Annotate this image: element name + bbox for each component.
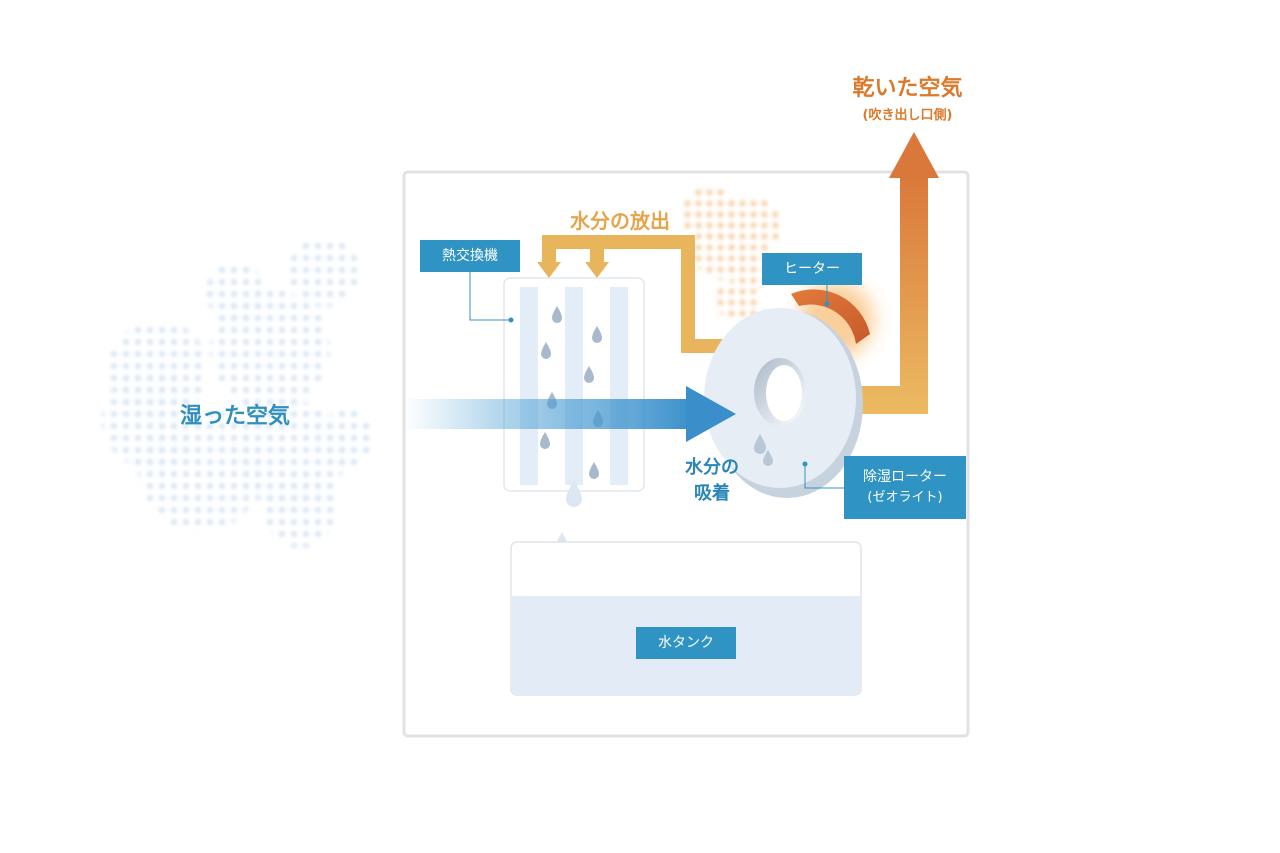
water-absorb-line2: 吸着 <box>694 483 730 505</box>
dry-air-label: 乾いた空気 <box>852 76 963 101</box>
heat-exchanger-tag: 熱交換機 <box>420 240 520 272</box>
water-tank <box>510 541 862 696</box>
dehumidifying-rotor <box>704 308 863 498</box>
heater <box>791 289 870 344</box>
dry-air-arrow <box>858 132 939 414</box>
water-release-label: 水分の放出 <box>570 209 670 233</box>
humid-air-cloud <box>102 237 374 548</box>
heater-tag: ヒーター <box>762 253 862 285</box>
rotor-tag-line2: (ゼオライト) <box>867 490 943 506</box>
humid-air-label: 湿った空気 <box>179 404 290 429</box>
rotor-tag-line1: 除湿ローター <box>863 469 947 486</box>
dry-air-sublabel: (吹き出し口側) <box>862 108 953 123</box>
heat-exchanger <box>503 277 645 492</box>
moisture-release-path <box>537 235 752 353</box>
humid-air-arrow <box>404 386 736 442</box>
rotor-tag: 除湿ローター (ゼオライト) <box>844 456 966 519</box>
leader-lines <box>469 270 844 489</box>
water-tank-tag: 水タンク <box>636 627 736 659</box>
water-absorb-label: 水分の 吸着 <box>660 455 764 507</box>
falling-drop <box>566 480 582 507</box>
water-absorb-line1: 水分の <box>685 457 739 478</box>
leader-dots <box>508 301 830 467</box>
